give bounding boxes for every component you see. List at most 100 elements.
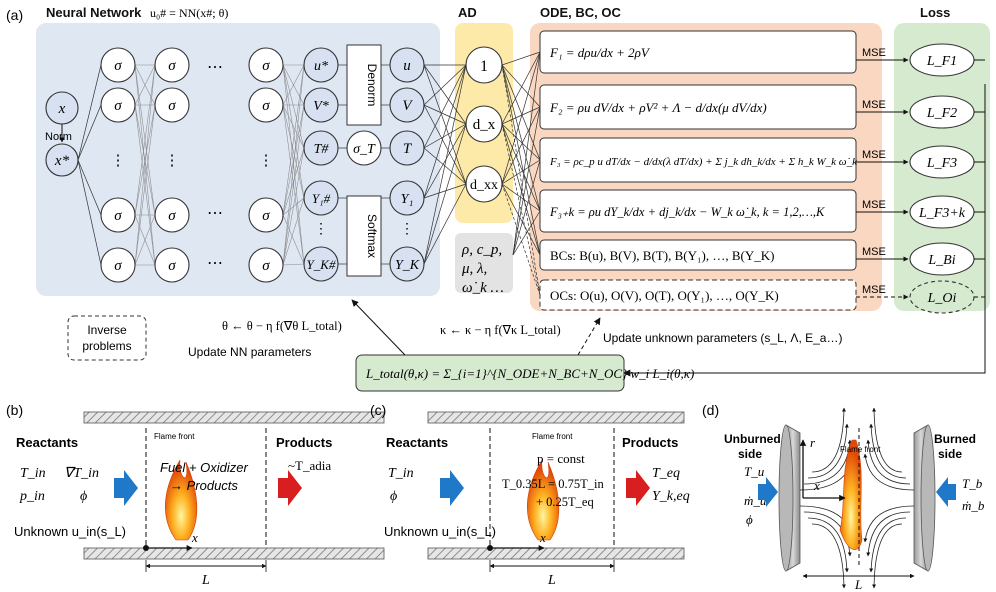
c-L: L [547,573,556,588]
hdots-3: ⋯ [207,255,223,272]
d-t-b: T_b [962,476,983,491]
mse-label: MSE [862,199,886,211]
eq-edge [501,64,541,161]
hidden-neuron [100,197,136,233]
l-total: L_total(θ,κ) = Σ_{i=1}^{N_ODE+N_BC+N_OC}… [365,366,694,381]
out-y1star-label: Y₁# [312,191,331,206]
b-bottom-wall [83,547,385,560]
c-phi: ϕ [390,489,397,504]
output-edge [282,263,305,266]
inverse-line-1: Inverse [87,323,127,337]
c-t035: T_0.35L = 0.75T_in [502,477,604,491]
d-burned-1: Burned [934,432,976,446]
ad-edge [423,64,467,199]
props-edge [512,106,541,256]
ad-edge [423,64,467,265]
out-ykstar-label: Y_K# [307,257,336,272]
c-bottom-wall [427,547,685,560]
input-edge [77,104,102,161]
d-inlet-arrow [758,477,778,507]
output-edge [282,214,305,265]
loss-label: L_F3 [926,156,957,171]
sigma-label: σ [114,258,122,274]
sigma-t-label: σ_T [353,142,376,157]
streamline [872,407,903,473]
out-ykstar-node [303,246,339,282]
ad-edge [423,64,467,106]
nn-edges [77,51,541,296]
ad-edge [423,123,467,149]
eq-edge [501,64,541,256]
eq-edge [501,159,541,185]
eq-f1-box [539,30,857,74]
ad-dx-label: d_x [473,117,496,133]
output-edge [282,104,305,216]
output-edge [282,64,305,266]
panel-c-tag: (c) [370,402,386,418]
hidden-neuron [248,47,284,83]
hidden-neuron [248,87,284,123]
phys-v-label: V [402,98,413,114]
ad-edge [423,64,467,185]
hidden-vdots: ⋮ [111,153,126,169]
hidden-neuron [154,87,190,123]
loss-label: L_Bi [927,253,955,268]
sigma-label: σ [262,208,270,224]
d-burned-inlet-arrow [936,477,956,507]
sigma-label: σ [168,258,176,274]
output-edge [282,64,305,106]
theta-feedback-arrow [351,299,406,356]
input-edge [77,159,102,216]
ad-dxx-node [465,165,503,203]
out-ustar-node [303,47,339,83]
hidden-edge [134,64,156,216]
props-zone [455,233,513,293]
denorm-label: Denorm [365,64,379,107]
c-unknown: Unknown u_in(s_L) [384,524,496,539]
eq-edge [501,183,541,296]
eq-edge [501,123,541,256]
ad-edge [423,64,467,125]
d-unburned-2: side [738,447,762,461]
hidden-edge [134,214,156,266]
loss-label: L_F1 [926,54,957,69]
output-edge [282,104,305,149]
phys-vdots: ⋮ [400,222,414,237]
props-edge [512,51,541,256]
eq-f3k: F₃₊k = ρu dY_k/dx + dj_k/dx − W_k ω̇_k, … [549,205,825,219]
norm-label: Norm [45,131,72,143]
out-tstar-node [303,130,339,166]
c-outlet-arrow [626,470,650,506]
phys-v-node [389,87,425,123]
nn-formula: u₀# = NN(x#; θ) [150,6,228,20]
streamline [807,423,849,479]
d-flame-front: Flame front [840,445,881,454]
ad-dx-node [465,105,503,143]
output-edge [282,64,305,216]
hidden-neuron [248,197,284,233]
panel-a-tag: (a) [6,7,23,23]
hidden-neuron [100,47,136,83]
out-ustar-label: u* [314,59,328,74]
eq-edge [501,51,541,185]
ad-edge [423,183,467,199]
nn-title: Neural Network [46,5,142,20]
phys-t-label: T [403,141,413,157]
eq-ocs-box [539,279,857,311]
d-right-nozzle-face [920,424,936,572]
c-products: Products [622,435,678,450]
b-flame [165,459,198,541]
input-edge [77,64,102,161]
denorm-box [346,44,382,126]
c-t-eq: T_eq [652,466,680,481]
c-p-const: p = const [537,451,585,466]
eq-edge [501,64,541,296]
c-top-wall [427,411,685,424]
kappa-feedback-arrow [577,317,601,356]
sigma-label: σ [114,98,122,114]
props-line-2: μ, λ, [461,261,487,277]
hidden-neuron [154,47,190,83]
nn-zone [36,23,440,296]
streamline [872,523,903,589]
